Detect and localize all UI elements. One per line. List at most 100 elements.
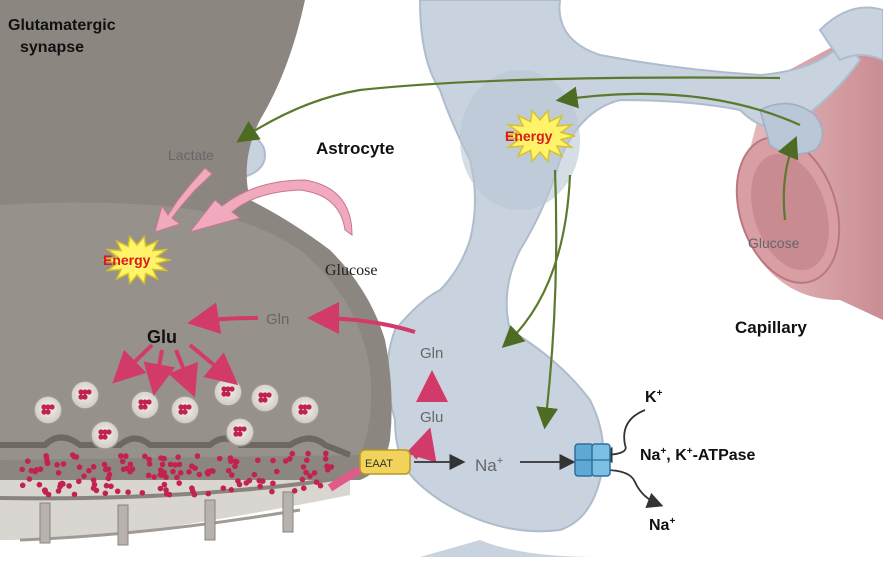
cleft-glutamate-dot	[160, 462, 166, 468]
cleft-glutamate-dot	[81, 473, 87, 479]
cleft-glutamate-dot	[292, 488, 298, 494]
cleft-glutamate-dot	[118, 453, 124, 459]
cleft-glutamate-dot	[175, 454, 181, 460]
cleft-glutamate-dot	[91, 464, 97, 470]
cleft-glutamate-dot	[34, 467, 40, 473]
capillary-vessel	[719, 20, 883, 320]
cleft-glutamate-dot	[158, 455, 164, 461]
cleft-glutamate-dot	[102, 462, 108, 468]
cleft-glutamate-dot	[257, 484, 263, 490]
cleft-glutamate-dot	[270, 458, 276, 464]
cleft-glutamate-dot	[140, 490, 146, 496]
cleft-glutamate-dot	[20, 483, 26, 489]
cleft-glutamate-dot	[56, 488, 62, 494]
cleft-glutamate-dot	[174, 475, 180, 481]
cleft-glutamate-dot	[314, 479, 320, 485]
cleft-glutamate-dot	[72, 492, 78, 498]
cleft-glutamate-dot	[25, 458, 31, 464]
cleft-glutamate-dot	[256, 478, 262, 484]
cleft-glutamate-dot	[37, 482, 43, 488]
cleft-glutamate-dot	[76, 479, 82, 485]
cleft-glutamate-dot	[206, 491, 212, 497]
vesicle-glutamate-dot	[306, 404, 311, 409]
cleft-glutamate-dot	[274, 469, 280, 475]
cleft-glutamate-dot	[106, 466, 112, 472]
cleft-glutamate-dot	[301, 464, 307, 470]
glucose-label-neuron: Glucose	[325, 262, 377, 279]
vesicle-glutamate-dot	[102, 434, 107, 439]
cleft-glutamate-dot	[176, 480, 182, 486]
astrocyte-label: Astrocyte	[316, 139, 394, 158]
cleft-glutamate-dot	[252, 472, 258, 478]
cleft-glutamate-dot	[147, 461, 153, 467]
vesicle-glutamate-dot	[229, 386, 234, 391]
cleft-glutamate-dot	[66, 483, 72, 489]
cleft-glutamate-dot	[86, 468, 92, 474]
potassium-label: K+	[645, 388, 663, 406]
cleft-glutamate-dot	[255, 458, 261, 464]
cleft-glutamate-dot	[120, 459, 126, 465]
eaat-label: EAAT	[365, 458, 393, 470]
vesicle-glutamate-dot	[302, 409, 307, 414]
gln-label-neuron: Gln	[266, 311, 289, 328]
energy-label-astrocyte: Energy	[505, 128, 553, 144]
vesicle-glutamate-dot	[45, 409, 50, 414]
cleft-glutamate-dot	[167, 492, 173, 498]
cleft-glutamate-dot	[228, 458, 234, 464]
cleft-glutamate-dot	[123, 453, 129, 459]
cleft-glutamate-dot	[303, 470, 309, 476]
cleft-glutamate-dot	[304, 457, 310, 463]
vesicle-glutamate-dot	[186, 404, 191, 409]
cleft-glutamate-dot	[217, 456, 223, 462]
vesicle-glutamate-dot	[82, 394, 87, 399]
vesicle-glutamate-dot	[262, 397, 267, 402]
cleft-glutamate-dot	[247, 478, 253, 484]
cleft-glutamate-dot	[162, 482, 168, 488]
title-line-2: synapse	[20, 39, 84, 56]
vesicle-glutamate-dot	[182, 409, 187, 414]
cleft-glutamate-dot	[59, 481, 65, 487]
vesicle-glutamate-dot	[266, 392, 271, 397]
cleft-glutamate-dot	[54, 462, 60, 468]
cleft-glutamate-dot	[221, 485, 227, 491]
cleft-glutamate-dot	[270, 481, 276, 487]
cleft-glutamate-dot	[195, 453, 201, 459]
vesicle-glutamate-dot	[146, 399, 151, 404]
vesicle-glutamate-dot	[237, 431, 242, 436]
glu-label-astrocyte: Glu	[420, 409, 443, 426]
cleft-glutamate-dot	[189, 463, 195, 469]
cleft-glutamate-dot	[237, 482, 243, 488]
cleft-glutamate-dot	[115, 489, 121, 495]
cleft-glutamate-dot	[172, 462, 178, 468]
glucose-label-capillary: Glucose	[748, 235, 800, 251]
cleft-glutamate-dot	[301, 485, 307, 491]
vesicle-glutamate-dot	[225, 391, 230, 396]
cleft-glutamate-dot	[170, 469, 176, 475]
cleft-glutamate-dot	[209, 468, 215, 474]
vesicle-glutamate-dot	[49, 404, 54, 409]
na-k-atpase-pump	[575, 444, 610, 476]
cleft-glutamate-dot	[234, 459, 240, 465]
cleft-glutamate-dot	[269, 489, 275, 495]
vesicle-glutamate-dot	[86, 389, 91, 394]
cleft-glutamate-dot	[124, 466, 130, 472]
cleft-glutamate-dot	[197, 472, 203, 478]
cleft-glutamate-dot	[142, 454, 148, 460]
lactate-label: Lactate	[168, 147, 214, 163]
cleft-glutamate-dot	[163, 474, 169, 480]
cleft-glutamate-dot	[158, 467, 164, 473]
capillary-label: Capillary	[735, 318, 807, 337]
cleft-glutamate-dot	[192, 492, 198, 498]
energy-label-neuron: Energy	[103, 252, 151, 268]
cleft-glutamate-dot	[300, 477, 306, 483]
cleft-glutamate-dot	[103, 491, 109, 497]
cleft-glutamate-dot	[125, 489, 131, 495]
cleft-glutamate-dot	[61, 461, 67, 467]
cleft-glutamate-dot	[178, 470, 184, 476]
cleft-glutamate-dot	[305, 451, 311, 457]
cleft-glutamate-dot	[146, 473, 152, 479]
cleft-glutamate-dot	[29, 468, 35, 474]
cleft-glutamate-dot	[27, 476, 33, 482]
cleft-glutamate-dot	[70, 452, 76, 458]
